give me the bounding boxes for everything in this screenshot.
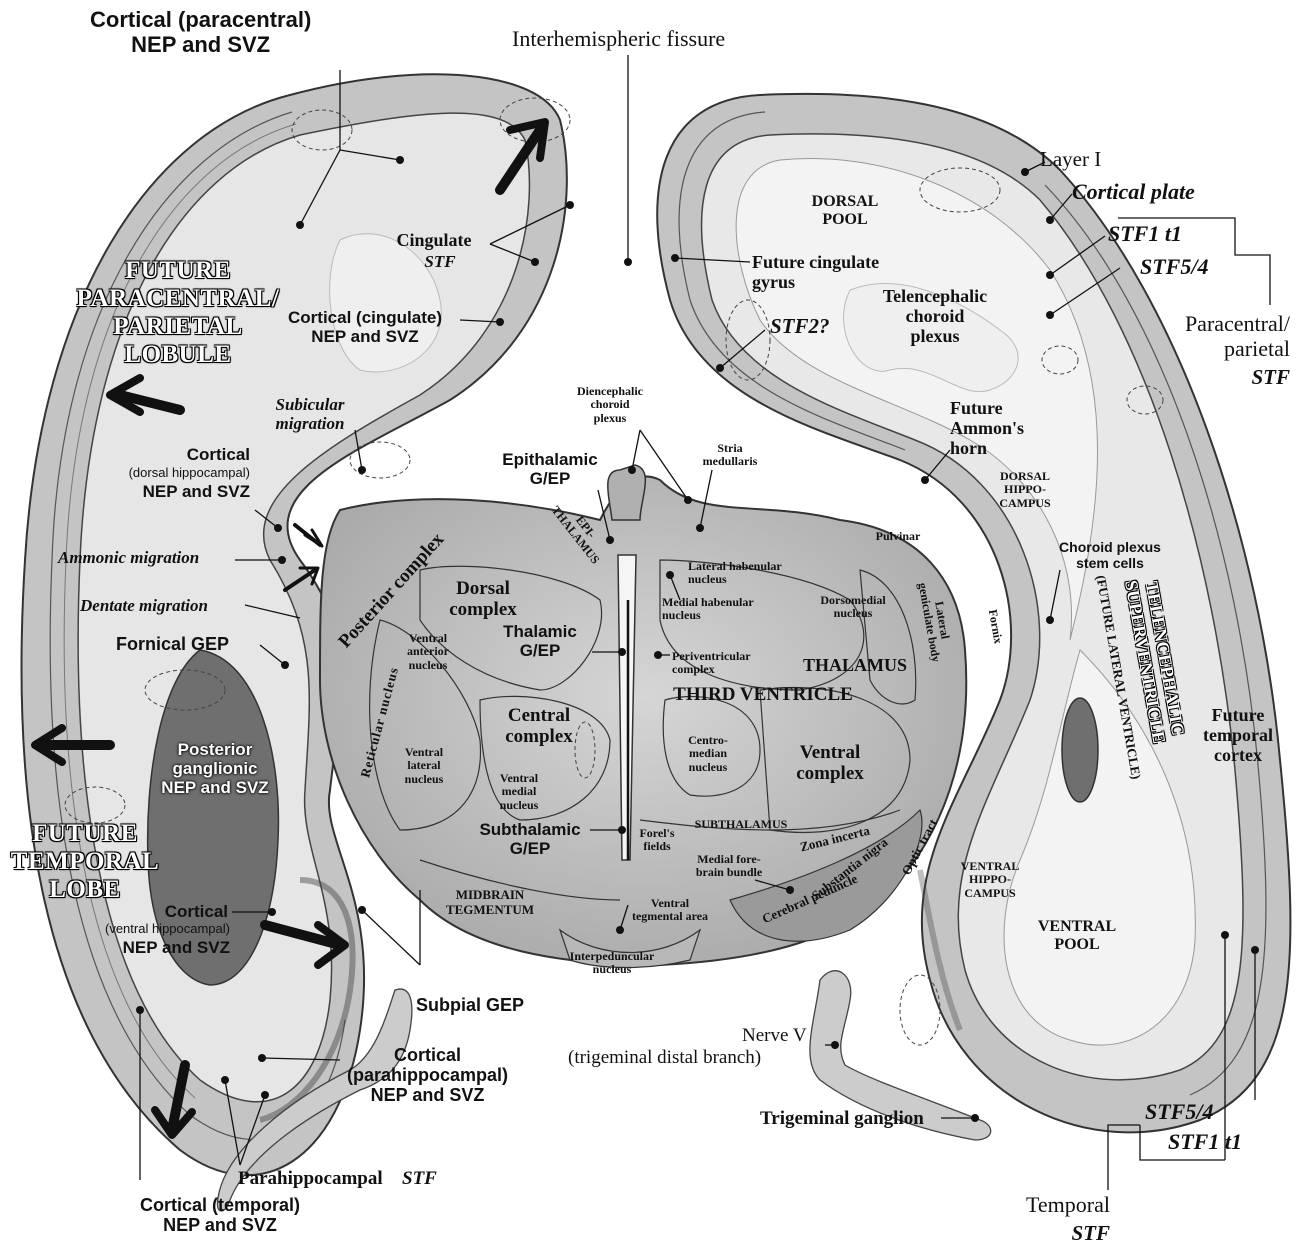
label-fornical-gep: Fornical GEP: [116, 634, 229, 654]
label-diencephalic-choroid-plexus: Diencephalic choroid plexus: [555, 385, 665, 425]
label-future-ammons-horn: Future Ammon's horn: [950, 398, 1024, 458]
label-cortical-temporal: Cortical (temporal) NEP and SVZ: [100, 1195, 340, 1235]
label-cingulate: Cingulate: [384, 230, 484, 250]
label-cingulate-stf: STF: [400, 252, 480, 271]
label-epithalamic-gep: Epithalamic G/EP: [500, 450, 600, 488]
label-trigeminal-distal-branch: (trigeminal distal branch): [568, 1047, 761, 1068]
label-cortical-dh-3: NEP and SVZ: [110, 482, 250, 501]
label-paracentral-parietal: Paracentral/ parietal: [1150, 312, 1290, 361]
lateral-ventricle-dark: [1062, 698, 1098, 802]
label-ventral-complex: Ventral complex: [770, 742, 890, 785]
label-cortical-paracentral: Cortical (paracentral) NEP and SVZ: [90, 8, 311, 57]
label-cortical-dh-1: Cortical: [150, 445, 250, 464]
label-ammonic-migration: Ammonic migration: [58, 548, 199, 567]
label-future-temporal-lobe: FUTURE TEMPORAL LOBE: [5, 820, 165, 904]
label-future-paracentral-parietal-lobule: FUTURE PARACENTRAL/ PARIETAL LOBULE: [68, 257, 288, 369]
label-future-cingulate-gyrus: Future cingulate gyrus: [752, 252, 879, 292]
label-dorsal-hippocampus: DORSAL HIPPO- CAMPUS: [980, 470, 1070, 510]
label-centromedian-nucleus: Centro- median nucleus: [668, 734, 748, 774]
label-dorsal-pool: DORSAL POOL: [800, 193, 890, 229]
label-layer-i: Layer I: [1040, 148, 1101, 172]
label-posterior-ganglionic: Posterior ganglionic NEP and SVZ: [140, 740, 290, 797]
label-cortical-vh-1: Cortical: [128, 902, 228, 921]
label-subpial-gep: Subpial GEP: [416, 995, 524, 1015]
label-ventral-tegmental-area: Ventral tegmental area: [610, 897, 730, 924]
label-stf5-4-bottom: STF5/4: [1145, 1100, 1213, 1125]
label-cortical-vh-2: (ventral hippocampal): [60, 922, 230, 937]
label-dorsal-complex: Dorsal complex: [428, 578, 538, 621]
label-cortical-dh-2: (dorsal hippocampal): [100, 466, 250, 481]
label-lateral-habenular-nucleus: Lateral habenular nucleus: [688, 560, 818, 587]
label-future-temporal-cortex: Future temporal cortex: [1188, 705, 1288, 765]
label-parahippocampal-stf: STF: [402, 1168, 437, 1189]
label-central-complex: Central complex: [484, 705, 594, 748]
label-interpeduncular-nucleus: Interpeduncular nucleus: [552, 950, 672, 977]
label-subthalamic-gep: Subthalamic G/EP: [470, 820, 590, 858]
label-stria-medullaris: Stria medullaris: [700, 442, 760, 469]
label-subicular-migration: Subicular migration: [255, 395, 365, 433]
label-ventral-anterior-nucleus: Ventral anterior nucleus: [388, 632, 468, 672]
label-third-ventricle: THIRD VENTRICLE: [648, 684, 878, 705]
label-thalamic-gep: Thalamic G/EP: [490, 622, 590, 660]
label-stf2: STF2?: [770, 315, 830, 339]
label-ventral-lateral-nucleus: Ventral lateral nucleus: [384, 746, 464, 786]
label-thalamus: THALAMUS: [790, 655, 920, 675]
label-midbrain-tegmentum: MIDBRAIN TEGMENTUM: [440, 888, 540, 917]
label-trigeminal-ganglion: Trigeminal ganglion: [760, 1108, 924, 1129]
label-ventral-hippocampus: VENTRAL HIPPO- CAMPUS: [945, 860, 1035, 900]
label-parahippocampal: Parahippocampal: [238, 1168, 383, 1189]
label-medial-forebrain-bundle: Medial fore- brain bundle: [674, 853, 784, 880]
label-cortical-cingulate: Cortical (cingulate) NEP and SVZ: [270, 308, 460, 346]
label-stf1-t1-top: STF1 t1: [1108, 222, 1182, 247]
label-temporal-stf: STF: [1040, 1222, 1110, 1246]
label-ventral-medial-nucleus: Ventral medial nucleus: [484, 772, 554, 812]
label-stf5-4-top: STF5/4: [1140, 255, 1208, 280]
label-cortical-parahippocampal: Cortical (parahippocampal) NEP and SVZ: [340, 1045, 515, 1105]
label-medial-habenular-nucleus: Medial habenular nucleus: [662, 596, 792, 623]
label-nerve-v: Nerve V: [742, 1025, 807, 1046]
label-pulvinar: Pulvinar: [868, 530, 928, 543]
label-periventricular-complex: Periventricular complex: [672, 650, 782, 677]
label-cortical-vh-3: NEP and SVZ: [90, 938, 230, 957]
label-ventral-pool: VENTRAL POOL: [1022, 918, 1132, 954]
label-interhemispheric-fissure: Interhemispheric fissure: [512, 27, 725, 52]
label-telencephalic-choroid-plexus: Telencephalic choroid plexus: [870, 286, 1000, 346]
label-dentate-migration: Dentate migration: [80, 596, 208, 615]
label-cortical-plate: Cortical plate: [1072, 180, 1195, 205]
label-dorsomedial-nucleus: Dorsomedial nucleus: [808, 594, 898, 621]
label-subthalamus: SUBTHALAMUS: [686, 818, 796, 831]
label-temporal: Temporal: [1000, 1193, 1110, 1218]
label-forels-fields: Forel's fields: [632, 827, 682, 854]
label-paracentral-stf: STF: [1200, 366, 1290, 390]
label-stf1-t1-bottom: STF1 t1: [1168, 1130, 1242, 1155]
